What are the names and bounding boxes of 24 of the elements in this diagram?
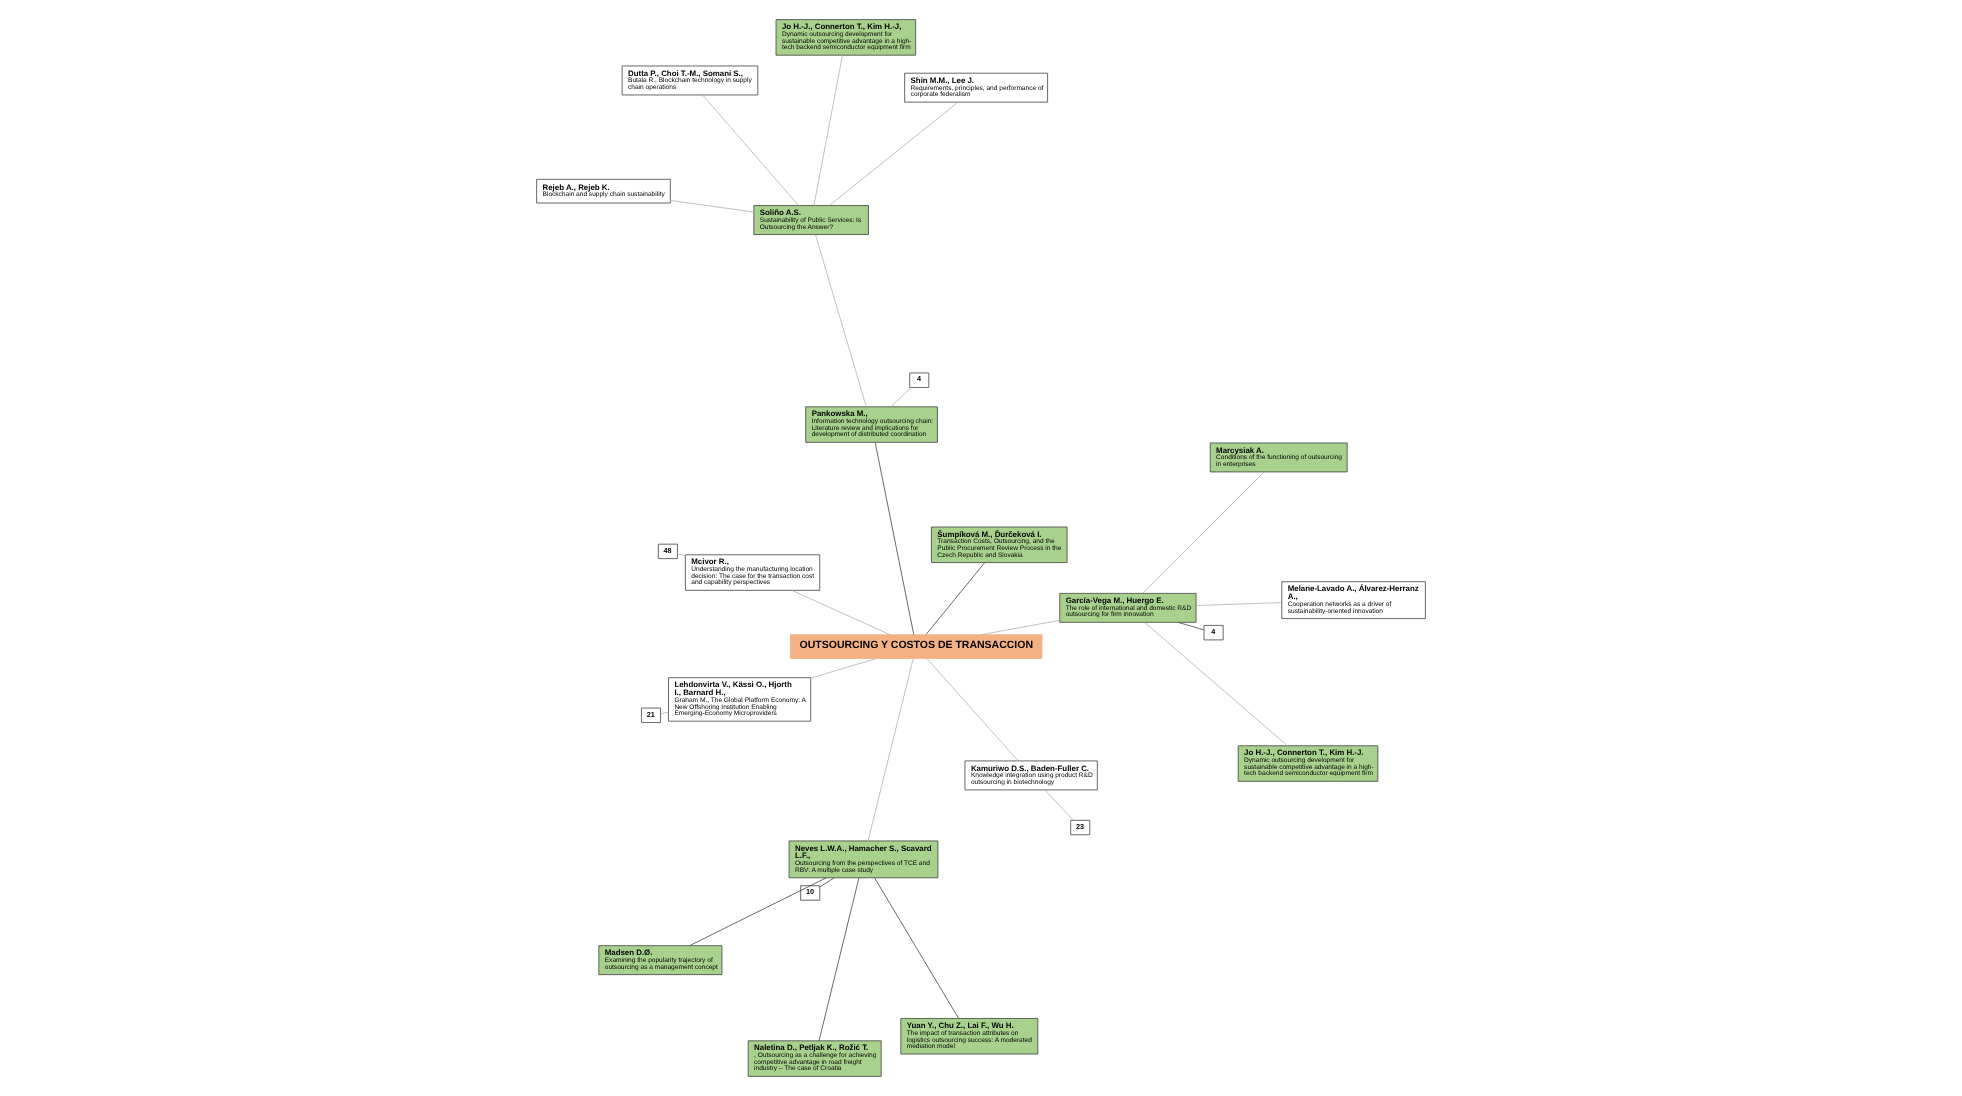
- connector: [669, 200, 755, 213]
- connector: [813, 54, 843, 206]
- connector: [819, 877, 835, 888]
- connector: [791, 590, 891, 636]
- connector: [677, 553, 686, 557]
- connector: [926, 658, 1019, 762]
- connector: [980, 619, 1060, 636]
- connector: [925, 562, 985, 635]
- connector: [689, 877, 827, 946]
- connector: [874, 442, 915, 636]
- connector: [1177, 622, 1205, 631]
- connector: [810, 658, 877, 679]
- connector: [815, 234, 867, 408]
- connector: [1044, 789, 1074, 821]
- connector: [867, 658, 914, 842]
- connector: [874, 877, 960, 1019]
- connector: [660, 711, 669, 714]
- connector: [702, 94, 799, 206]
- connector: [890, 387, 912, 408]
- connector: [1195, 602, 1283, 606]
- connector: [818, 877, 860, 1042]
- connector: [1142, 471, 1265, 594]
- connector: [1144, 622, 1288, 747]
- connector: [829, 101, 959, 206]
